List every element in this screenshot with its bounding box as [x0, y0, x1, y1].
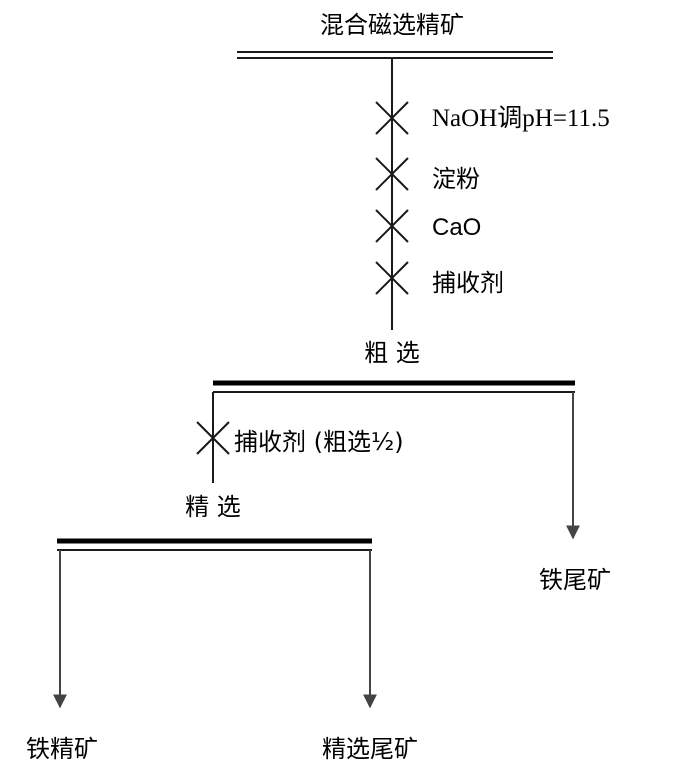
reagent-label-naoh: NaOH调pH=11.5 — [432, 105, 610, 132]
cleaner-tailings-label: 精选尾矿 — [322, 735, 418, 763]
feed-label: 混合磁选精矿 — [320, 11, 464, 39]
reagent-mark-naoh — [375, 101, 409, 135]
cleaner-reagent-label: 捕收剂 (粗选½) — [234, 428, 404, 456]
reagent-label-collector: 捕收剂 — [432, 269, 504, 297]
reagent-mark-cao — [375, 209, 409, 243]
reagent-mark-cleaner-collector — [196, 421, 230, 455]
rougher-tailings-label: 铁尾矿 — [539, 566, 611, 594]
reagent-mark-collector — [375, 261, 409, 295]
reagent-label-cao: CaO — [432, 214, 481, 241]
reagent-label-starch: 淀粉 — [432, 165, 480, 193]
cleaner-label: 精 选 — [185, 493, 241, 521]
rougher-label: 粗 选 — [364, 339, 420, 367]
reagent-mark-starch — [375, 157, 409, 191]
iron-concentrate-label: 铁精矿 — [26, 735, 98, 763]
